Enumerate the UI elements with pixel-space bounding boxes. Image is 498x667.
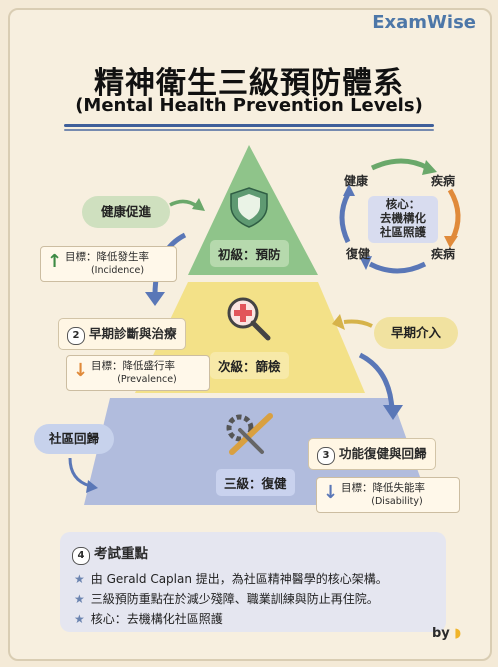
arrow-down-icon: ↓ bbox=[73, 360, 89, 381]
banana-icon: ◗ bbox=[454, 626, 462, 641]
page-title: 精神衛生三級預防體系 bbox=[94, 66, 404, 101]
key-point-2-text: 三級預防重點在於減少殘障、職業訓練與防止再住院。 bbox=[90, 592, 379, 606]
magnifier-icon bbox=[227, 297, 271, 341]
primary-goal-metric: (Incidence) bbox=[90, 265, 145, 276]
cycle-arrow-blue-bottom bbox=[368, 261, 427, 274]
key-points-heading-text: 考試重點 bbox=[94, 546, 148, 562]
key-point-3: ★ 核心：去機構化社區照護 bbox=[74, 610, 223, 627]
secondary-goal-metric: (Prevalence) bbox=[117, 374, 177, 385]
secondary-goal-label: 目標：降低盛行率 bbox=[91, 360, 175, 372]
byline: by ◗ bbox=[432, 626, 461, 641]
arrow-up-icon: ↑ bbox=[47, 251, 63, 272]
cloud-community-return: 社區回歸 bbox=[34, 424, 114, 454]
tertiary-level-label: 三級：復健 bbox=[216, 469, 295, 496]
byline-text: by bbox=[432, 626, 450, 641]
cycle-core-line3: 社區照護 bbox=[380, 225, 426, 239]
tertiary-heading: 3 功能復健與回歸 bbox=[308, 438, 436, 470]
num-badge-4: 4 bbox=[72, 547, 90, 565]
cloud-health-promotion: 健康促進 bbox=[82, 196, 170, 228]
num-badge-2: 2 bbox=[67, 327, 85, 345]
primary-level-label: 初級：預防 bbox=[210, 240, 289, 267]
tools-icon bbox=[226, 413, 273, 455]
tertiary-goal-tag: ↓ 目標：降低失能率 (Disability) bbox=[316, 477, 460, 513]
tertiary-goal-label: 目標：降低失能率 bbox=[341, 482, 425, 494]
primary-goal-label: 目標：降低發生率 bbox=[65, 251, 149, 263]
cycle-core-line1: 核心： bbox=[385, 197, 421, 211]
arrow-down-icon: ↓ bbox=[323, 482, 339, 503]
blue-arrow-secondary-to-tertiary bbox=[358, 352, 395, 411]
cycle-health: 健康 bbox=[344, 174, 369, 188]
cloud-early-intervention: 早期介入 bbox=[374, 317, 458, 349]
primary-goal-tag: ↑ 目標：降低發生率 (Incidence) bbox=[40, 246, 177, 282]
shield-icon bbox=[230, 187, 268, 228]
cycle-arrow-green bbox=[370, 158, 430, 171]
secondary-goal-tag: ↓ 目標：降低盛行率 (Prevalence) bbox=[66, 355, 210, 391]
star-icon: ★ bbox=[74, 592, 85, 606]
key-points-box bbox=[60, 532, 446, 632]
secondary-level-label: 次級：篩檢 bbox=[210, 352, 289, 379]
secondary-heading-text: 早期診斷與治療 bbox=[89, 326, 177, 341]
cycle-core-box: 核心： 去機構化 社區照護 bbox=[368, 196, 438, 243]
star-icon: ★ bbox=[74, 572, 85, 586]
num-badge-3: 3 bbox=[317, 447, 335, 465]
title-underline-2 bbox=[64, 129, 434, 131]
cycle-core-line2: 去機構化 bbox=[380, 211, 426, 225]
cycle-arrow-blue-left bbox=[339, 192, 351, 244]
key-point-1: ★ 由 Gerald Caplan 提出，為社區精神醫學的核心架構。 bbox=[74, 570, 388, 587]
cycle-disease-top: 疾病 bbox=[431, 174, 456, 188]
blue-arrow-community bbox=[68, 457, 91, 488]
brand-logo: ExamWise bbox=[372, 12, 476, 33]
cycle-arrow-orange bbox=[447, 188, 461, 242]
star-icon: ★ bbox=[74, 612, 85, 626]
cycle-recovery: 復健 bbox=[346, 247, 371, 261]
cycle-disease-bottom: 疾病 bbox=[431, 247, 456, 261]
secondary-heading: 2 早期診斷與治療 bbox=[58, 318, 186, 350]
green-arrow-promotion bbox=[169, 199, 200, 209]
key-point-1-text: 由 Gerald Caplan 提出，為社區精神醫學的核心架構。 bbox=[90, 572, 388, 586]
yellow-arrow-intervention bbox=[343, 319, 373, 328]
tertiary-heading-text: 功能復健與回歸 bbox=[339, 446, 427, 461]
tertiary-goal-metric: (Disability) bbox=[371, 496, 423, 507]
key-point-2: ★ 三級預防重點在於減少殘障、職業訓練與防止再住院。 bbox=[74, 590, 379, 607]
page-subtitle: (Mental Health Prevention Levels) bbox=[75, 95, 423, 116]
key-point-3-text: 核心：去機構化社區照護 bbox=[90, 612, 223, 626]
title-underline bbox=[64, 124, 434, 127]
